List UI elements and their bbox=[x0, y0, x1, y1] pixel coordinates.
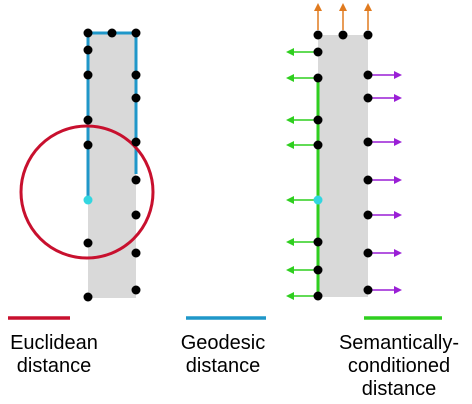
point bbox=[363, 137, 373, 147]
legend-euclidean-line1: Euclidean bbox=[10, 332, 98, 354]
left-panel bbox=[19, 28, 155, 302]
point bbox=[83, 28, 93, 38]
query-point bbox=[83, 195, 93, 205]
point bbox=[313, 265, 323, 275]
legend-label-euclidean: Euclidean distance bbox=[0, 332, 108, 378]
point bbox=[313, 140, 323, 150]
right-arrows bbox=[372, 71, 402, 294]
point bbox=[363, 285, 373, 295]
left-arrows bbox=[286, 48, 314, 300]
legend-label-semantic: Semantically- conditioned distance bbox=[326, 332, 472, 401]
left-points bbox=[83, 28, 141, 302]
point bbox=[83, 115, 93, 125]
euclidean-circle bbox=[19, 124, 155, 260]
point bbox=[313, 237, 323, 247]
point bbox=[131, 248, 141, 258]
legend-euclidean-line2: distance bbox=[16, 355, 92, 377]
point bbox=[313, 47, 323, 57]
point bbox=[83, 238, 93, 248]
point bbox=[131, 28, 141, 38]
point bbox=[131, 285, 141, 295]
point bbox=[313, 115, 323, 125]
point bbox=[363, 210, 373, 220]
point bbox=[338, 30, 348, 40]
right-panel bbox=[286, 3, 402, 301]
point bbox=[313, 30, 323, 40]
legend-semantic-line1: Semantically- bbox=[338, 332, 460, 354]
point bbox=[363, 70, 373, 80]
point bbox=[313, 73, 323, 83]
point bbox=[363, 248, 373, 258]
point bbox=[107, 28, 117, 38]
point bbox=[363, 93, 373, 103]
point bbox=[83, 45, 93, 55]
point bbox=[83, 140, 93, 150]
legend-label-geodesic: Geodesic distance bbox=[168, 332, 278, 378]
point bbox=[363, 30, 373, 40]
point bbox=[313, 291, 323, 301]
legend-semantic-line2: conditioned bbox=[347, 355, 451, 377]
point bbox=[363, 175, 373, 185]
right-points bbox=[313, 30, 373, 301]
query-point bbox=[313, 195, 323, 205]
point bbox=[83, 292, 93, 302]
point bbox=[131, 93, 141, 103]
point bbox=[131, 70, 141, 80]
legend-semantic-line3: distance bbox=[361, 378, 437, 400]
point bbox=[131, 210, 141, 220]
point bbox=[131, 175, 141, 185]
legend-geodesic-line1: Geodesic bbox=[180, 332, 266, 354]
up-arrows bbox=[314, 3, 372, 30]
point bbox=[131, 137, 141, 147]
legend-geodesic-line2: distance bbox=[185, 355, 261, 377]
point bbox=[83, 70, 93, 80]
right-shape bbox=[318, 35, 368, 297]
